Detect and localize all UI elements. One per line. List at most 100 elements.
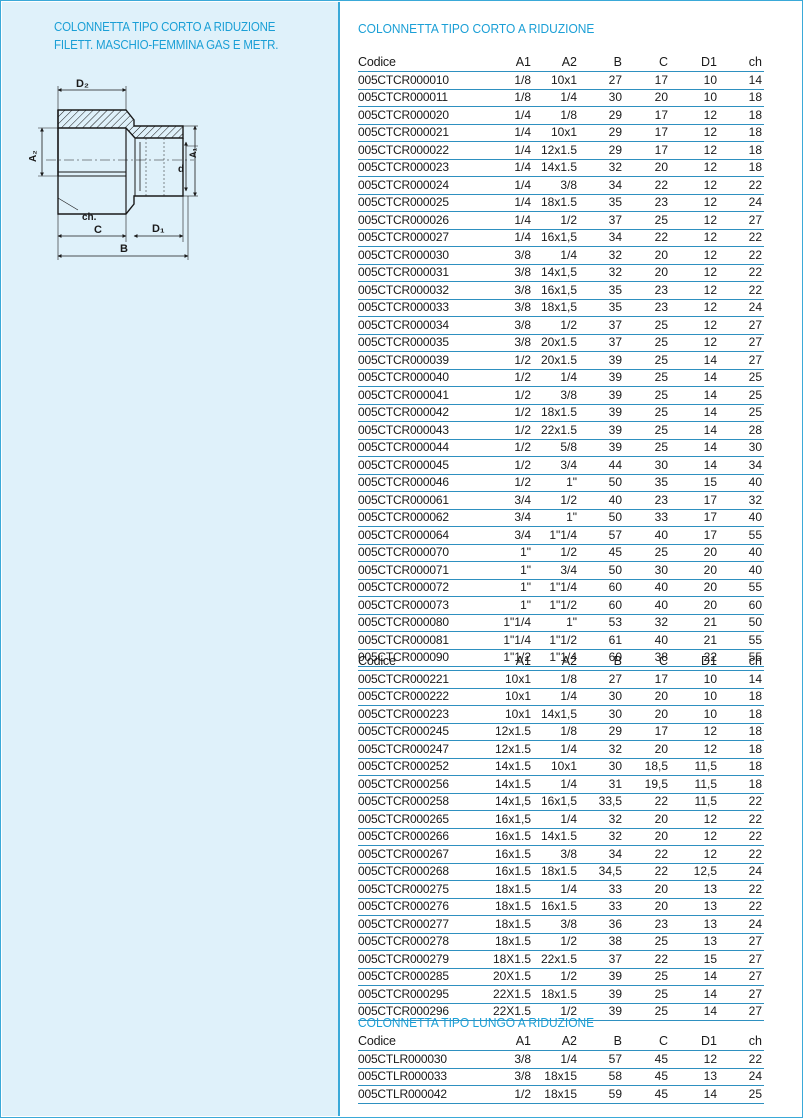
- cell-a2: 1/4: [533, 1050, 579, 1069]
- product-title-line-2: FILETT. MASCHIO-FEMMINA GAS E METR.: [54, 38, 279, 52]
- col-header-d1: D1: [670, 653, 719, 671]
- cell-d1: 11,5: [670, 793, 719, 811]
- cell-ch: 24: [719, 1068, 764, 1086]
- cell-a1: 1/4: [488, 211, 533, 230]
- cell-c: 25: [624, 933, 670, 951]
- cell-a1: 16x1.5: [488, 845, 533, 864]
- cell-code: 005CTCR000030: [358, 246, 488, 265]
- cell-d1: 14: [670, 456, 719, 475]
- cell-b: 59: [579, 1085, 624, 1104]
- cell-ch: 40: [719, 474, 764, 492]
- cell-a2: 1/4: [533, 880, 579, 899]
- cell-a2: 3/8: [533, 176, 579, 195]
- cell-c: 22: [624, 845, 670, 864]
- cell-code: 005CTCR000223: [358, 705, 488, 724]
- cell-c: 22: [624, 176, 670, 195]
- cell-b: 37: [579, 211, 624, 230]
- cell-b: 34: [579, 229, 624, 247]
- cell-d1: 12: [670, 246, 719, 265]
- col-header-d1: D1: [670, 54, 719, 72]
- cell-code: 005CTCR000275: [358, 880, 488, 899]
- cell-code: 005CTCR000252: [358, 758, 488, 776]
- cell-code: 005CTCR000035: [358, 334, 488, 352]
- cell-ch: 27: [719, 211, 764, 230]
- cell-code: 005CTCR000027: [358, 229, 488, 247]
- cell-a1: 3/4: [488, 509, 533, 527]
- cell-a1: 10x1: [488, 688, 533, 706]
- cell-b: 32: [579, 828, 624, 846]
- cell-d1: 13: [670, 1068, 719, 1086]
- cell-code: 005CTCR000045: [358, 456, 488, 475]
- cell-d1: 21: [670, 614, 719, 632]
- cell-d1: 12: [670, 316, 719, 335]
- cell-a1: 12x1.5: [488, 740, 533, 759]
- cell-a1: 3/8: [488, 1050, 533, 1069]
- col-header-code: Codice: [358, 653, 488, 671]
- cell-ch: 22: [719, 229, 764, 247]
- cell-a1: 3/8: [488, 281, 533, 300]
- cell-ch: 27: [719, 985, 764, 1004]
- cell-b: 39: [579, 421, 624, 440]
- cell-ch: 22: [719, 810, 764, 829]
- cell-a2: 18x1.5: [533, 863, 579, 881]
- cell-a2: 18x1.5: [533, 194, 579, 212]
- cell-c: 20: [624, 828, 670, 846]
- cell-ch: 34: [719, 456, 764, 475]
- cell-c: 22: [624, 863, 670, 881]
- cell-b: 39: [579, 369, 624, 387]
- cell-a1: 14x1.5: [488, 775, 533, 794]
- cell-c: 17: [624, 141, 670, 160]
- cell-a2: 1": [533, 474, 579, 492]
- cell-ch: 25: [719, 1085, 764, 1104]
- cell-ch: 22: [719, 828, 764, 846]
- cell-b: 30: [579, 758, 624, 776]
- cell-c: 32: [624, 614, 670, 632]
- cell-b: 33: [579, 898, 624, 916]
- cell-b: 33: [579, 880, 624, 899]
- cell-ch: 18: [719, 723, 764, 741]
- label-c: C: [94, 224, 102, 236]
- cell-a2: 1/8: [533, 106, 579, 125]
- col-header-a1: A1: [488, 54, 533, 72]
- cell-b: 50: [579, 474, 624, 492]
- cell-code: 005CTCR000039: [358, 351, 488, 370]
- cell-c: 25: [624, 369, 670, 387]
- cell-c: 20: [624, 705, 670, 724]
- cell-code: 005CTCR000285: [358, 968, 488, 986]
- cell-c: 20: [624, 688, 670, 706]
- cell-a2: 14x1.5: [533, 159, 579, 177]
- cell-a1: 1/4: [488, 229, 533, 247]
- cell-code: 005CTCR000256: [358, 775, 488, 794]
- cell-ch: 18: [719, 740, 764, 759]
- cell-a2: 10x1: [533, 71, 579, 90]
- cell-code: 005CTCR000033: [358, 299, 488, 317]
- col-header-c: C: [624, 54, 670, 72]
- cell-a1: 3/8: [488, 299, 533, 317]
- col-header-d1: D1: [670, 1033, 719, 1051]
- cell-a1: 22X1.5: [488, 985, 533, 1004]
- cell-code: 005CTCR000043: [358, 421, 488, 440]
- cell-code: 005CTCR000268: [358, 863, 488, 881]
- cell-code: 005CTCR000020: [358, 106, 488, 125]
- cell-c: 25: [624, 351, 670, 370]
- cell-ch: 22: [719, 845, 764, 864]
- cell-code: 005CTCR000040: [358, 369, 488, 387]
- cell-b: 39: [579, 1003, 624, 1021]
- cell-ch: 22: [719, 1050, 764, 1069]
- cell-c: 25: [624, 404, 670, 422]
